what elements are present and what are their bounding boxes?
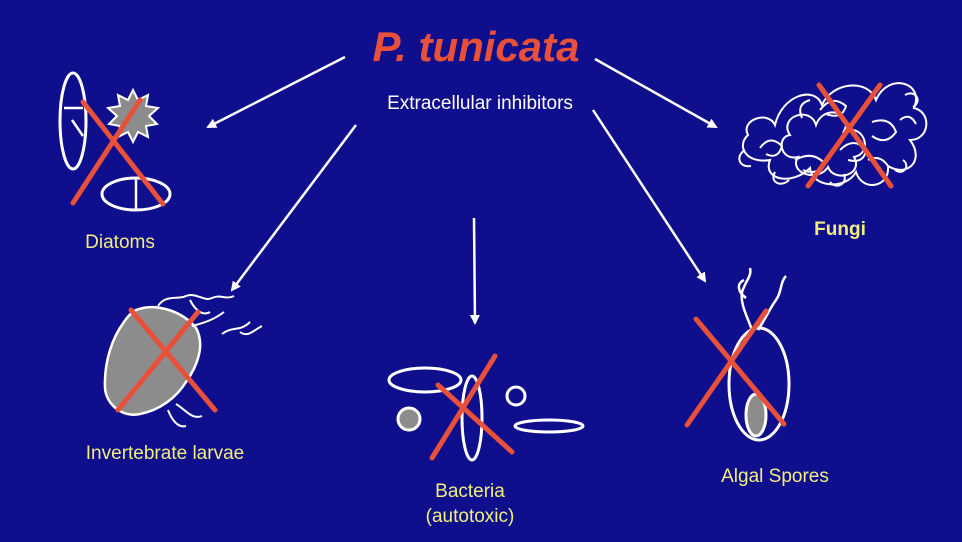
label-bacteria-line1: Bacteria <box>435 481 505 502</box>
label-bacteria-line2: (autotoxic) <box>425 506 515 527</box>
bacteria-cross <box>429 353 515 461</box>
diagram-title: P. tunicata <box>372 23 580 70</box>
label-diatoms: Diatoms <box>85 232 155 253</box>
invertebrate-organism <box>103 294 263 428</box>
arrow-to-invertebrate <box>230 124 357 292</box>
arrow-to-fungi <box>594 57 718 129</box>
fungi-cross <box>805 82 894 189</box>
diatom-cross <box>70 97 166 207</box>
label-invertebrate-larvae: Invertebrate larvae <box>85 443 245 464</box>
diagram-subtitle: Extracellular inhibitors <box>387 93 573 114</box>
arrow-to-algal <box>591 109 707 283</box>
bacteria-organism <box>387 366 585 462</box>
fungi-organism <box>738 82 928 187</box>
algal-spore-cross <box>684 308 787 428</box>
invertebrate-cross <box>115 307 218 413</box>
label-fungi: Fungi <box>814 219 866 240</box>
arrow-to-diatoms <box>206 55 346 129</box>
arrow-to-bacteria <box>469 217 480 325</box>
label-algal-spores: Algal Spores <box>721 466 829 487</box>
label-bacteria: Bacteria (autotoxic) <box>405 479 535 529</box>
